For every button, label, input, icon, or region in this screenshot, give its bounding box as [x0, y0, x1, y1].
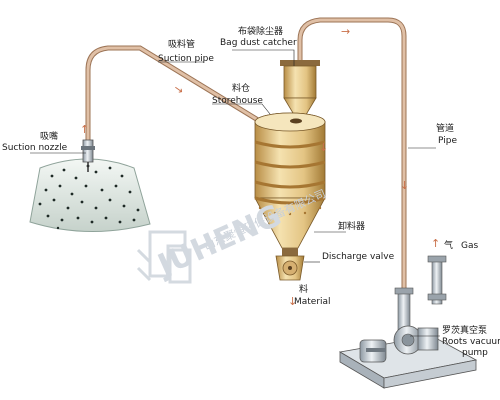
discharge-valve-label-en: Discharge valve [322, 252, 395, 262]
suction-pipe-label-cn: 吸料管 [168, 40, 196, 50]
discharge-valve [275, 248, 305, 281]
watermark-logo-text: JUHENG [151, 198, 287, 284]
watermark-logo [136, 230, 192, 284]
storehouse-silo [254, 112, 326, 249]
suction-nozzle [81, 139, 95, 172]
suction-nozzle-label-en: Suction nozzle [2, 143, 68, 153]
suction-pipe-label-en: Suction pipe [158, 54, 214, 64]
storehouse-label-cn: 料仓 [232, 84, 251, 94]
suction-nozzle-label-cn: 吸嘴 [40, 132, 59, 142]
arrow-right-icon: → [341, 25, 351, 38]
material-label-cn: 料 [299, 285, 309, 295]
bag-dust-catcher-label-cn: 布袋除尘器 [238, 27, 284, 37]
pipe-label-cn: 管道 [436, 124, 455, 134]
suction-pipe [85, 45, 260, 152]
roots-pump-label-en-2: pump [462, 348, 488, 358]
roots-pump-label-cn: 罗茨真空泵 [442, 326, 488, 336]
roots-vacuum-pump [338, 325, 478, 389]
storehouse-label-en: Storehouse [212, 96, 263, 106]
material-label-en: Material [294, 297, 331, 307]
bag-dust-catcher [280, 60, 320, 124]
arrow-down-material-icon: ↓ [288, 295, 298, 308]
arrow-down-icon: ↓ [400, 179, 410, 192]
arrow-silo-icon: ↓ [319, 141, 329, 154]
bag-dust-catcher-label-en: Bag dust catcher [220, 38, 297, 48]
roots-pump-label-en-1: Roots vacuum [442, 337, 500, 347]
pipe-label-en: Pipe [438, 136, 457, 146]
discharger-label-cn: 卸料器 [338, 222, 366, 232]
gas-label-en: Gas [461, 241, 479, 251]
arrow-up-icon: ↑ [80, 123, 90, 136]
material-pile [29, 158, 151, 232]
gas-label-cn: 气 [444, 241, 454, 251]
arrow-up-gas-icon: ↑ [431, 237, 441, 250]
gas-outlet [394, 255, 447, 331]
leader-lines [30, 49, 440, 337]
return-pipe [297, 17, 407, 290]
